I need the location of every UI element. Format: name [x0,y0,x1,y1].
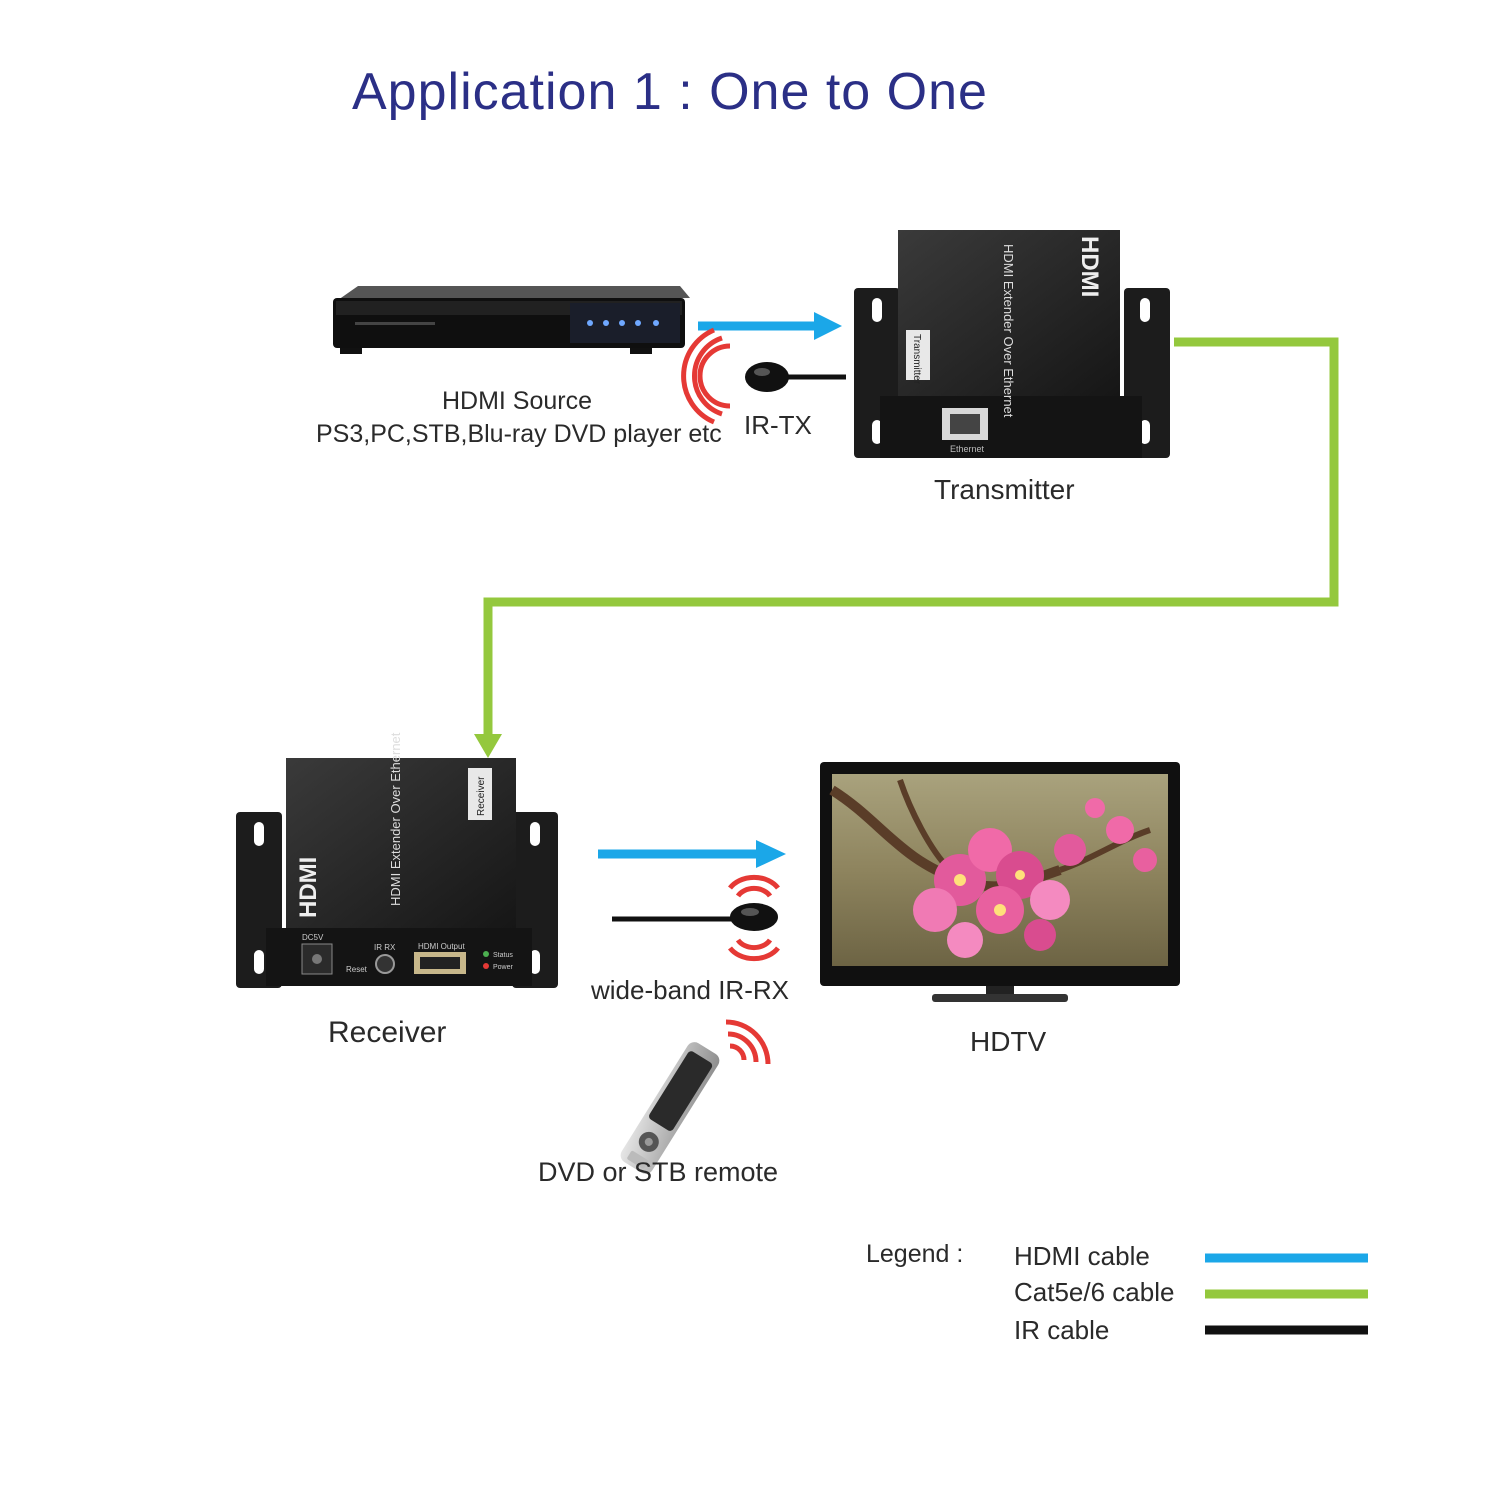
remote-signal-icon [725,1019,771,1065]
receiver-hdmiout-label: HDMI Output [418,942,465,951]
dvd-player-icon [333,286,690,354]
hdmi-cable-arrow-1 [698,312,842,340]
legend-title: Legend : [866,1240,964,1268]
receiver-top-text: HDMI Extender Over Ethernet [388,732,403,906]
legend-ir-label: IR cable [1014,1315,1110,1345]
receiver-status-label: Status [493,952,513,959]
receiver-tag: Receiver [476,776,487,816]
hdmi-cable-arrow-2 [598,840,786,868]
source-caption-line2: PS3,PC,STB,Blu-ray DVD player etc [316,420,722,448]
transmitter-tag: Transmitter [911,334,922,385]
cat-cable-path [474,337,1339,758]
receiver-logo: HDMI [295,857,322,918]
source-caption-line1: HDMI Source [441,387,593,415]
legend-hdmi-label: HDMI cable [1014,1241,1150,1271]
receiver-power-label: Power [493,964,514,971]
legend-swatches [1205,1253,1368,1335]
transmitter-icon [854,230,1170,458]
ir-rx-caption: wide-band IR-RX [591,975,789,1005]
remote-control-icon [620,1042,720,1174]
transmitter-port-label: Ethernet [950,444,985,454]
receiver-reset-label: Reset [346,965,368,974]
source-caption: HDMI Source PS3,PC,STB,Blu-ray DVD playe… [316,385,722,451]
remote-caption: DVD or STB remote [538,1157,779,1187]
receiver-icon [236,758,558,988]
receiver-caption: Receiver [328,1016,447,1049]
receiver-dc-label: DC5V [302,933,324,942]
transmitter-caption: Transmitter [934,474,1075,505]
page-title: Application 1 : One to One [352,63,988,121]
transmitter-top-text: HDMI Extender Over Ethernet [1001,244,1016,418]
transmitter-logo: HDMI [1076,236,1103,297]
ir-rx-receiver-icon [612,874,780,962]
receiver-irrx-label: IR RX [374,943,396,952]
legend-cat-label: Cat5e/6 cable [1014,1277,1175,1307]
hdtv-caption: HDTV [970,1026,1047,1057]
ir-tx-caption: IR-TX [744,410,812,440]
ir-tx-emitter-icon [681,327,846,425]
hdtv-icon [820,762,1180,1002]
